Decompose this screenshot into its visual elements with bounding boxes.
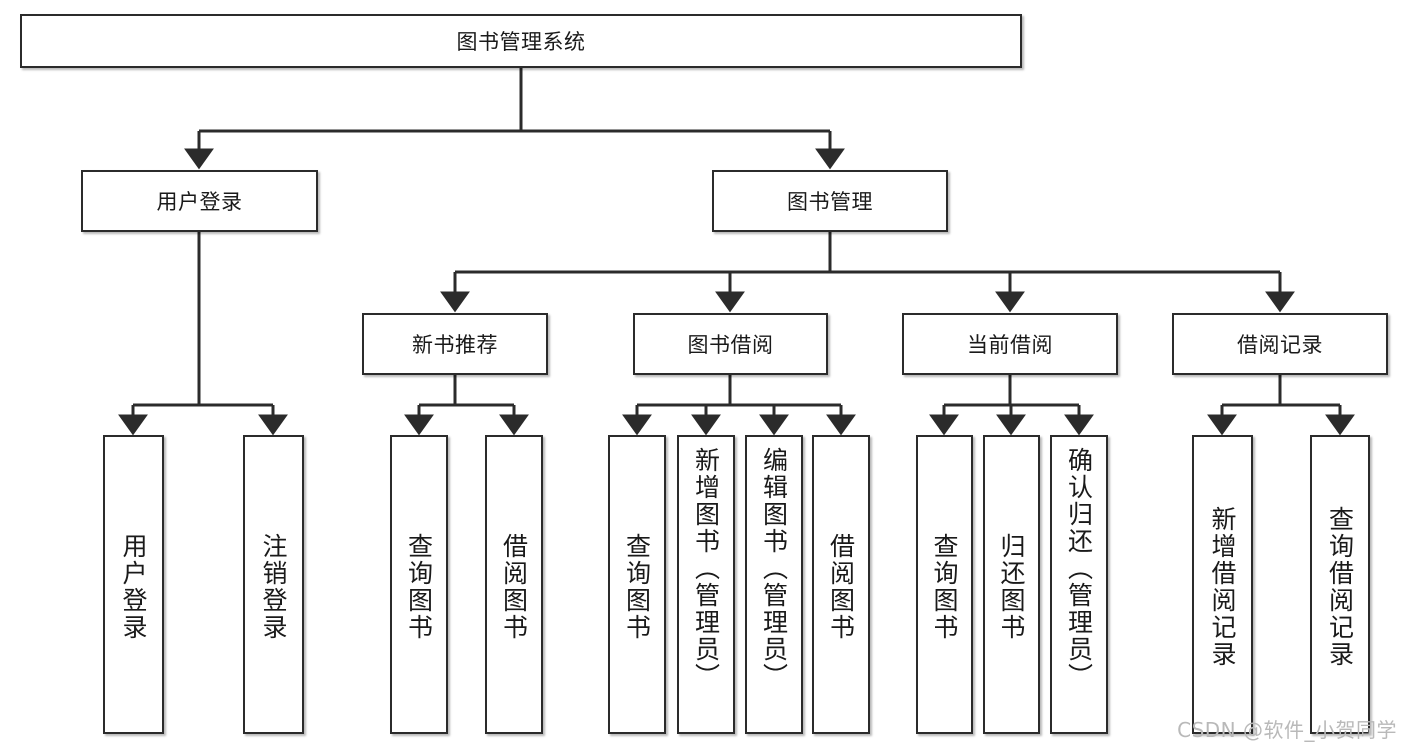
node-leaf-return-book[interactable]: 归还图书 [983, 435, 1040, 734]
node-leaf-query-book[interactable]: 查询图书 [608, 435, 666, 734]
node-new-book-recommend[interactable]: 新书推荐 [362, 313, 548, 375]
node-leaf-query-record[interactable]: 查询借阅记录 [1310, 435, 1370, 734]
node-current-borrow[interactable]: 当前借阅 [902, 313, 1118, 375]
node-current-borrow-label: 当前借阅 [967, 333, 1053, 357]
node-leaf-borrow-book[interactable]: 借阅图书 [812, 435, 870, 734]
node-leaf-query-book-cur[interactable]: 查询图书 [916, 435, 973, 734]
node-leaf-borrow-book-rec[interactable]: 借阅图书 [485, 435, 543, 734]
node-leaf-borrow-book-rec-label: 借阅图书 [499, 532, 529, 641]
node-leaf-add-book[interactable]: 新增图书（管理员） [677, 435, 735, 734]
node-root[interactable]: 图书管理系统 [20, 14, 1022, 68]
node-leaf-query-book-rec-label: 查询图书 [404, 532, 434, 641]
node-borrow-record-label: 借阅记录 [1237, 333, 1323, 357]
node-leaf-add-record[interactable]: 新增借阅记录 [1192, 435, 1253, 734]
node-book-borrow-label: 图书借阅 [687, 333, 774, 357]
node-leaf-user-login-label: 用户登录 [119, 532, 148, 641]
node-book-manage[interactable]: 图书管理 [712, 170, 948, 232]
node-leaf-query-record-label: 查询借阅记录 [1325, 505, 1355, 668]
node-borrow-record[interactable]: 借阅记录 [1172, 313, 1388, 375]
node-leaf-edit-book-label: 编辑图书（管理员） [759, 447, 789, 690]
node-leaf-add-book-label: 新增图书（管理员） [691, 447, 721, 690]
node-leaf-user-login[interactable]: 用户登录 [103, 435, 164, 734]
node-leaf-confirm-return-label: 确认归还（管理员） [1064, 447, 1094, 690]
node-leaf-query-book-rec[interactable]: 查询图书 [390, 435, 448, 734]
node-leaf-borrow-book-label: 借阅图书 [826, 532, 856, 641]
node-root-label: 图书管理系统 [456, 30, 586, 54]
node-user-login[interactable]: 用户登录 [81, 170, 318, 232]
node-leaf-confirm-return[interactable]: 确认归还（管理员） [1050, 435, 1108, 734]
node-leaf-query-book-label: 查询图书 [622, 532, 652, 641]
node-leaf-query-book-cur-label: 查询图书 [930, 532, 959, 641]
node-new-book-recommend-label: 新书推荐 [412, 333, 498, 357]
node-user-login-label: 用户登录 [156, 190, 243, 214]
node-book-borrow[interactable]: 图书借阅 [633, 313, 828, 375]
node-leaf-return-book-label: 归还图书 [997, 532, 1026, 641]
node-leaf-logout-label: 注销登录 [259, 532, 288, 641]
node-leaf-add-record-label: 新增借阅记录 [1208, 505, 1237, 668]
node-leaf-edit-book[interactable]: 编辑图书（管理员） [745, 435, 803, 734]
node-book-manage-label: 图书管理 [787, 190, 873, 214]
node-leaf-logout[interactable]: 注销登录 [243, 435, 304, 734]
